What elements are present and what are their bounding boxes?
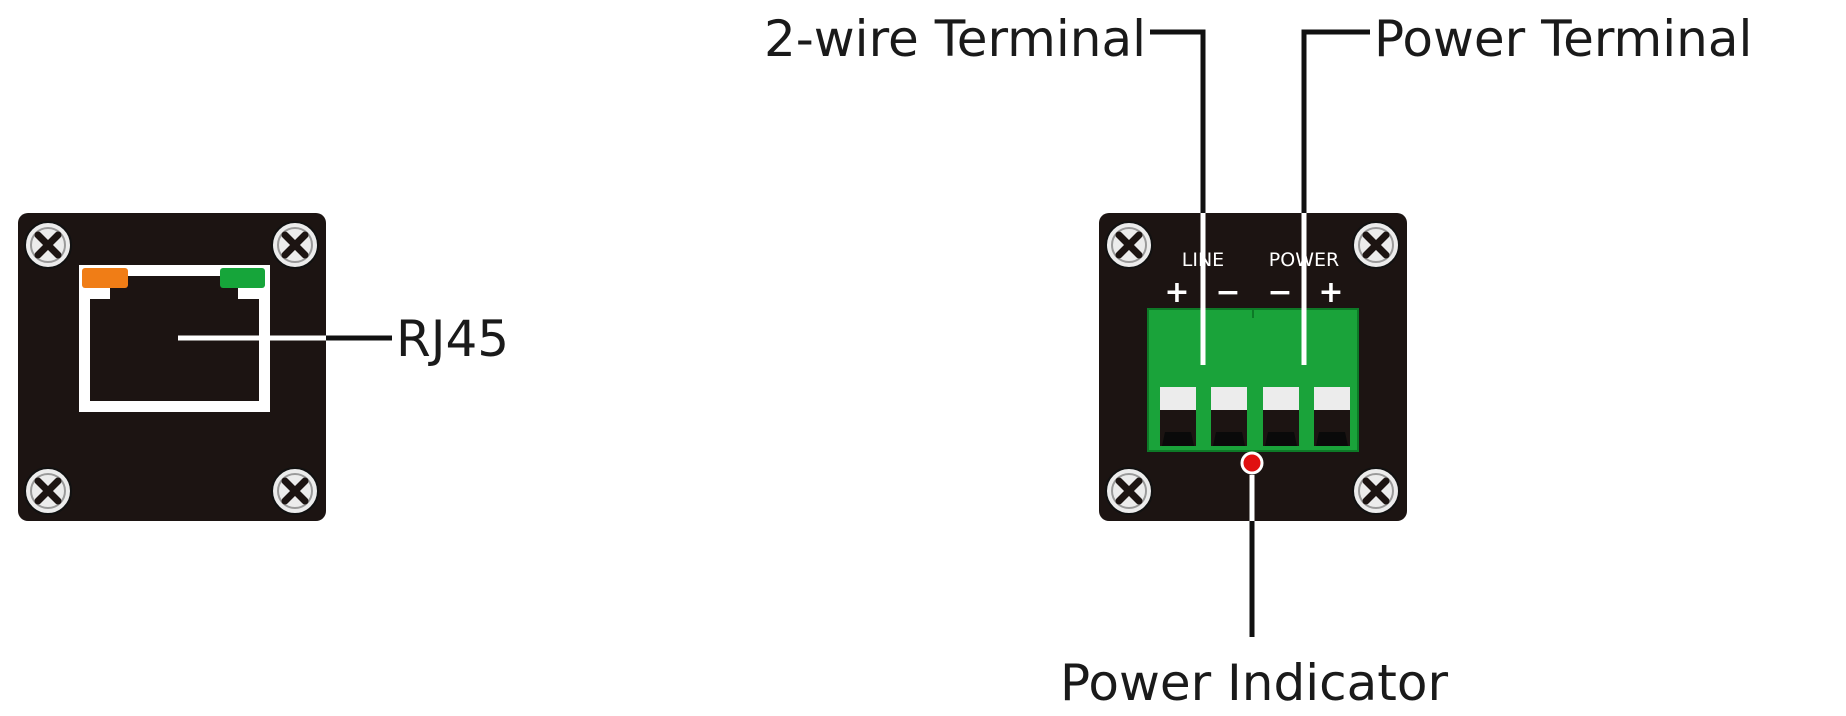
terminal-slot[interactable]: [1263, 387, 1299, 446]
power-indicator-led-icon: [1240, 451, 1264, 475]
two-wire-terminal-callout: 2-wire Terminal: [764, 10, 1146, 68]
line-minus-sign: −: [1215, 275, 1240, 310]
terminal-panel: LINE POWER + − − +: [764, 10, 1752, 712]
power-plus-sign: +: [1318, 275, 1343, 310]
phillips-screw-icon: [1106, 222, 1152, 268]
power-terminal-callout: Power Terminal: [1374, 10, 1752, 68]
phillips-screw-icon: [1353, 468, 1399, 514]
status-led-icon: [220, 268, 265, 288]
phillips-screw-icon: [272, 222, 318, 268]
power-terminal-leader-outer: [1301, 29, 1370, 213]
rj45-panel: RJ45: [18, 213, 509, 521]
two-wire-leader-outer: [1150, 29, 1206, 213]
phillips-screw-icon: [25, 222, 71, 268]
phillips-screw-icon: [1106, 468, 1152, 514]
power-minus-sign: −: [1267, 275, 1292, 310]
terminal-slot[interactable]: [1211, 387, 1247, 446]
terminal-slot[interactable]: [1314, 387, 1350, 446]
phillips-screw-icon: [1353, 222, 1399, 268]
terminal-slot[interactable]: [1160, 387, 1196, 446]
phillips-screw-icon: [25, 468, 71, 514]
line-plus-sign: +: [1164, 275, 1189, 310]
status-led-icon: [82, 268, 128, 288]
phillips-screw-icon: [272, 468, 318, 514]
rj45-callout: RJ45: [396, 310, 509, 368]
power-indicator-callout: Power Indicator: [1060, 654, 1448, 712]
port-latch-notch: [148, 276, 200, 288]
